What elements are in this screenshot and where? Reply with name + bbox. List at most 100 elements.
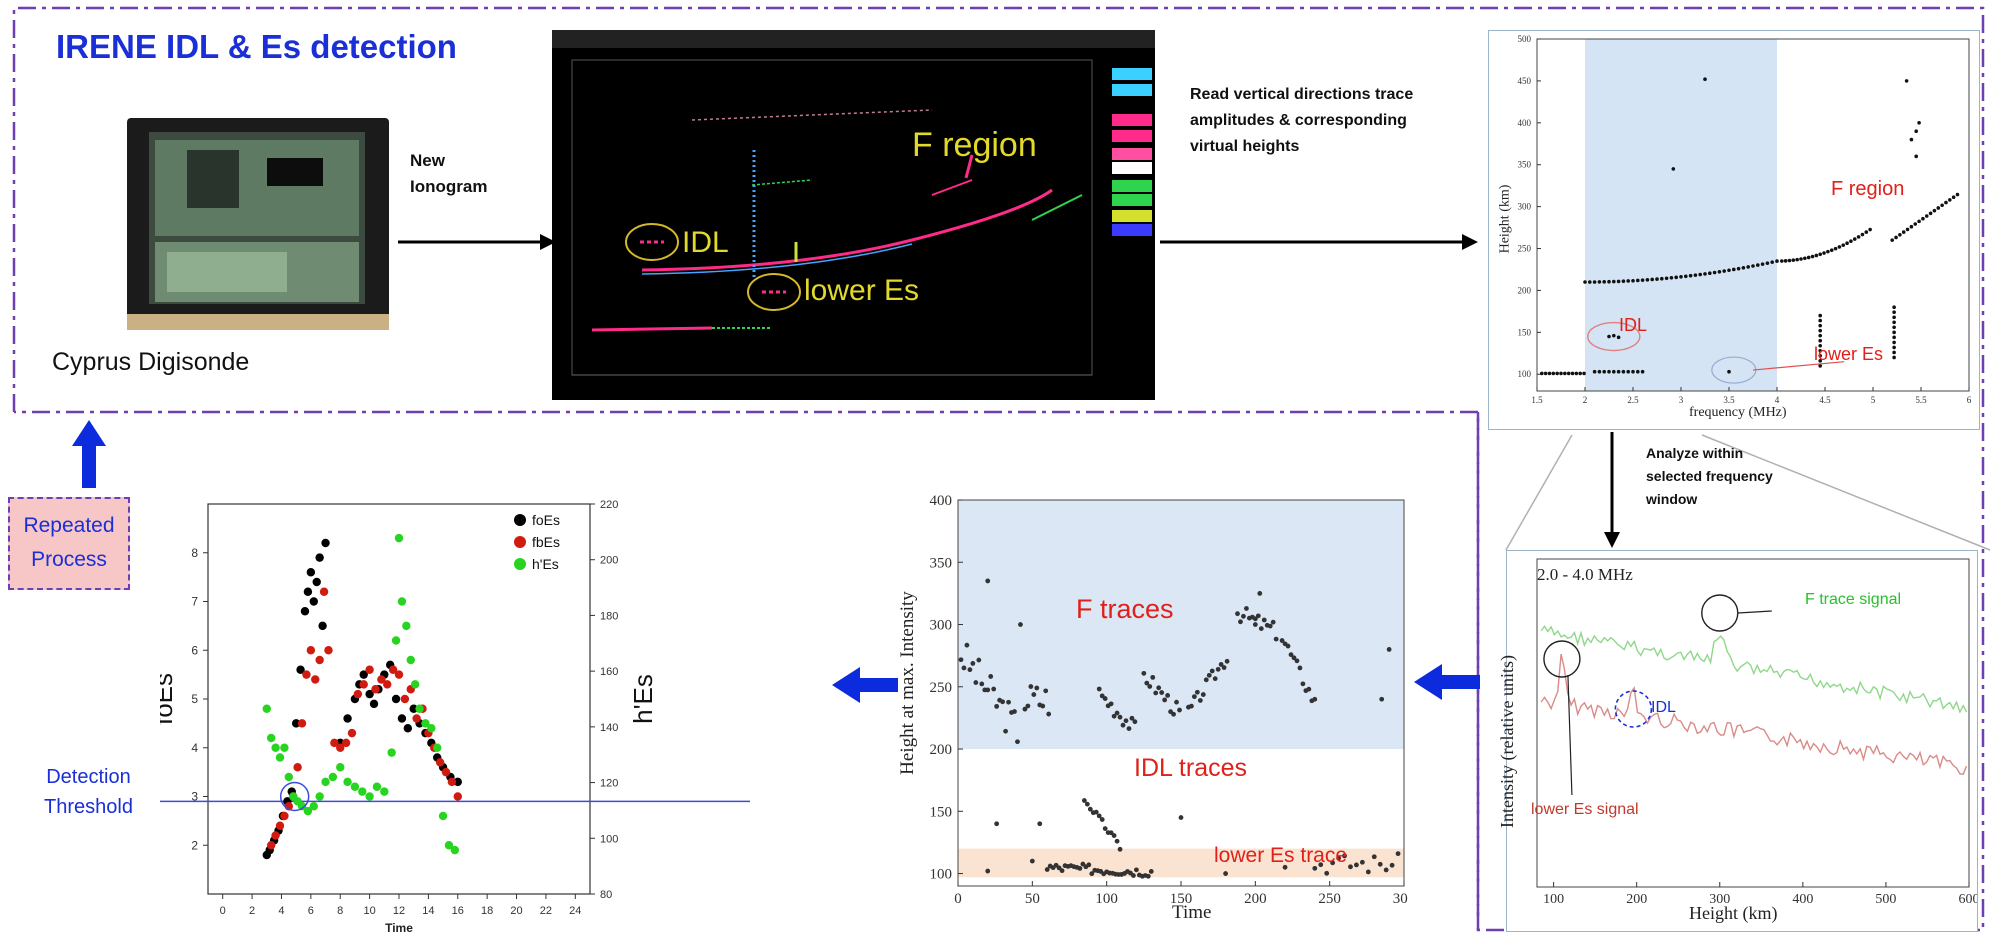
ionogram-label-idl: IDL bbox=[682, 226, 729, 259]
trace-point bbox=[1012, 709, 1017, 714]
trace-point bbox=[1117, 714, 1123, 720]
freq-trace-point bbox=[1775, 259, 1779, 263]
trace-point bbox=[976, 657, 982, 663]
freq-trace-point bbox=[1602, 280, 1606, 284]
trace-point bbox=[1093, 809, 1099, 815]
trace-point bbox=[1165, 693, 1171, 698]
freq-trace-point bbox=[1626, 279, 1630, 283]
trace-y-tick-label: 200 bbox=[930, 742, 953, 758]
trace-point bbox=[1087, 806, 1093, 812]
trace-point bbox=[1285, 643, 1291, 649]
freq-trace-point bbox=[1597, 280, 1602, 284]
freq-trace-point bbox=[1795, 257, 1799, 262]
freq-trace-point bbox=[1818, 318, 1822, 323]
trace-y-tick-label: 350 bbox=[930, 555, 953, 571]
trace-point bbox=[1379, 696, 1385, 702]
foes-point-foes bbox=[391, 694, 401, 704]
foes-point-fbes bbox=[377, 675, 386, 684]
trace-point bbox=[964, 642, 970, 648]
trace-point bbox=[1108, 701, 1114, 707]
trace-point bbox=[1117, 846, 1123, 852]
foes-xlabel: Time bbox=[385, 921, 413, 935]
freq-plot-area bbox=[1536, 38, 1970, 392]
foes-point-fbes bbox=[400, 694, 410, 704]
freq-trace-point bbox=[1892, 315, 1896, 320]
freq-y-tick-label: 150 bbox=[1518, 327, 1532, 337]
foes-x-tick-label: 0 bbox=[220, 905, 226, 917]
foes-legend-marker bbox=[514, 558, 526, 570]
foes-point-hes bbox=[365, 792, 374, 801]
freq-trace-point bbox=[1751, 264, 1755, 268]
freq-trace-point bbox=[1698, 272, 1702, 277]
intensity-x-tick-label: 600 bbox=[1959, 892, 1978, 907]
foes-point-fbes bbox=[412, 714, 421, 723]
foes-point-fbes bbox=[341, 738, 351, 748]
trace-point bbox=[1077, 866, 1083, 871]
foes-point-fbes bbox=[271, 831, 280, 840]
freq-y-tick-label: 500 bbox=[1518, 34, 1532, 44]
foes-ylabel-left: foEs bbox=[160, 673, 178, 725]
foes-y2-tick-label: 120 bbox=[600, 778, 618, 790]
foes-point-hes bbox=[271, 743, 280, 752]
freq-trace-point bbox=[1616, 279, 1621, 284]
trace-point bbox=[1238, 619, 1243, 625]
foes-y2-tick-label: 160 bbox=[600, 666, 618, 678]
foes-point-hes bbox=[394, 533, 404, 543]
foes-point-hes bbox=[309, 802, 318, 811]
freq-trace-point bbox=[1669, 276, 1674, 280]
freq-trace-point bbox=[1914, 154, 1918, 159]
freq-trace-point bbox=[1856, 235, 1861, 239]
freq-trace-point bbox=[1597, 369, 1602, 374]
freq-trace-point bbox=[1818, 364, 1822, 368]
foes-point-fbes bbox=[324, 646, 333, 655]
frequency-window bbox=[1585, 39, 1777, 391]
trace-point bbox=[1114, 838, 1120, 844]
trace-band-f: F traces bbox=[1076, 594, 1174, 624]
foes-point-fbes bbox=[302, 670, 311, 679]
foes-y-tick-label: 3 bbox=[191, 790, 198, 804]
freq-trace-point bbox=[1645, 278, 1650, 282]
foes-point-fbes bbox=[447, 777, 457, 787]
freq-height-label-idl: IDL bbox=[1619, 315, 1648, 335]
freq-trace-point bbox=[1588, 280, 1592, 284]
foes-point-hes bbox=[280, 743, 289, 752]
freq-trace-point bbox=[1818, 328, 1822, 333]
trace-point bbox=[1348, 864, 1353, 870]
trace-point bbox=[1267, 623, 1273, 629]
foes-x-tick-label: 12 bbox=[393, 905, 405, 917]
foes-y-tick-label: 7 bbox=[191, 595, 198, 609]
trace-point bbox=[1215, 666, 1221, 672]
trace-point bbox=[1059, 868, 1065, 874]
freq-trace-point bbox=[1822, 251, 1826, 255]
trace-point bbox=[1171, 711, 1176, 717]
freq-trace-point bbox=[1551, 371, 1556, 376]
freq-trace-point bbox=[1892, 340, 1896, 345]
idl-circle bbox=[1614, 690, 1653, 728]
foes-point-fbes bbox=[311, 675, 320, 684]
foes-point-foes bbox=[403, 724, 413, 733]
foes-point-fbes bbox=[336, 743, 345, 752]
freq-trace-point bbox=[1799, 257, 1803, 261]
foes-y2-tick-label: 100 bbox=[600, 833, 618, 845]
trace-y-tick-label: 400 bbox=[930, 493, 953, 509]
freq-trace-point bbox=[1684, 274, 1688, 279]
foes-point-foes bbox=[359, 670, 368, 679]
foes-point-hes bbox=[410, 680, 420, 689]
freq-trace-point bbox=[1671, 167, 1676, 171]
trace-chart: 050100150200250300400350300250200150100 bbox=[930, 493, 1416, 907]
trace-point bbox=[1342, 853, 1347, 859]
freq-trace-point bbox=[1612, 279, 1616, 284]
freq-trace-point bbox=[1833, 246, 1838, 251]
freq-trace-point bbox=[1892, 345, 1896, 350]
trace-point bbox=[1212, 676, 1218, 682]
freq-trace-point bbox=[1612, 369, 1616, 374]
foes-y-tick-label: 2 bbox=[191, 838, 198, 852]
trace-y-tick-label: 250 bbox=[930, 680, 953, 696]
ionogram-label-lower-es: lower Es bbox=[804, 274, 920, 307]
freq-trace-point bbox=[1951, 195, 1956, 200]
trace-point bbox=[994, 703, 1000, 709]
trace-point bbox=[1306, 686, 1312, 692]
freq-x-tick-label: 6 bbox=[1967, 395, 1972, 405]
